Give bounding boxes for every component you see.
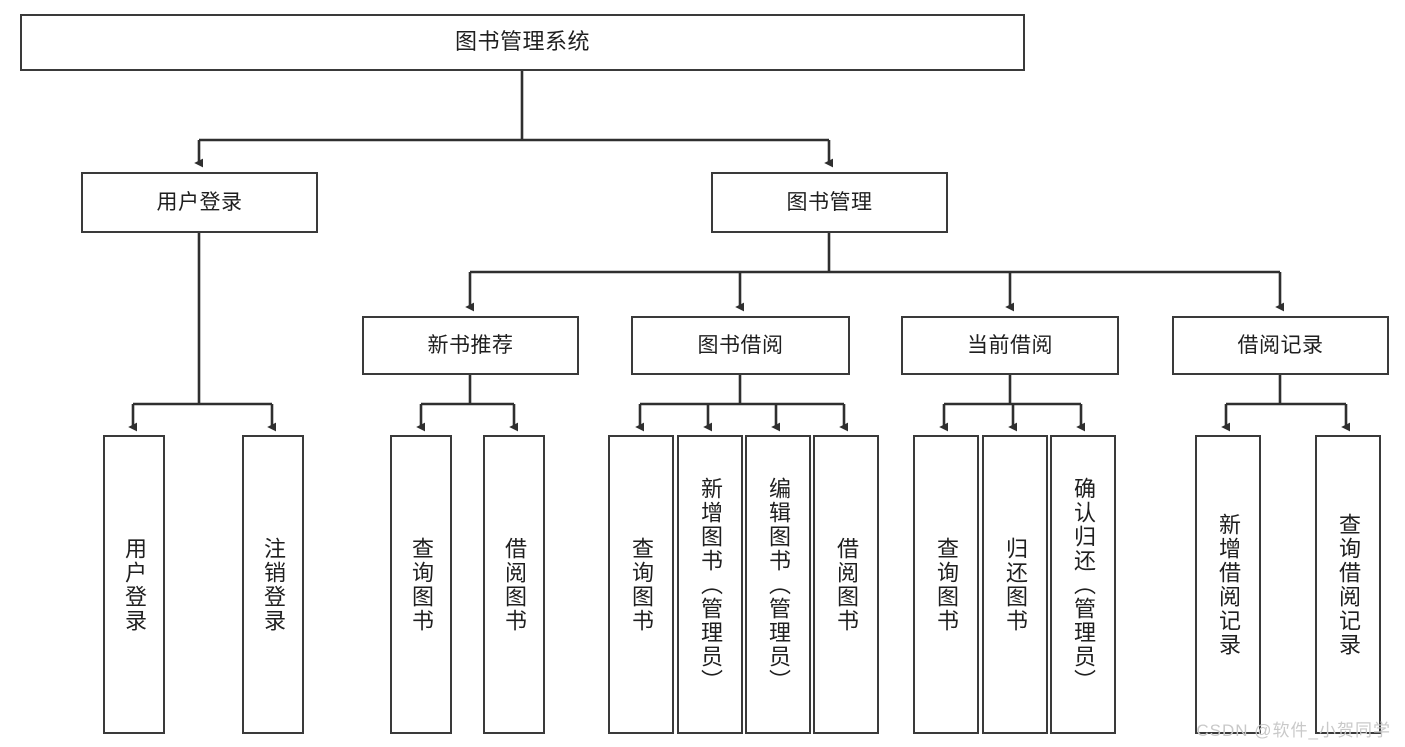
node-borrow-record-label: 借阅记录	[1237, 333, 1324, 357]
node-book-management[interactable]: 图书管理	[711, 172, 948, 233]
leaf-book-borrow-edit-book-admin[interactable]: 编辑图书（管理员）	[745, 435, 811, 734]
node-book-management-label: 图书管理	[786, 190, 873, 214]
leaf-new-book-borrow-book-label: 借阅图书	[501, 536, 527, 633]
leaf-current-borrow-query-book[interactable]: 查询图书	[913, 435, 979, 734]
leaf-current-borrow-confirm-return-admin-label: 确认归还（管理员）	[1070, 476, 1096, 693]
node-book-borrow-label: 图书借阅	[697, 333, 784, 357]
leaf-current-borrow-return-book-label: 归还图书	[1002, 536, 1028, 633]
leaf-current-borrow-confirm-return-admin[interactable]: 确认归还（管理员）	[1050, 435, 1116, 734]
leaf-book-borrow-borrow-book[interactable]: 借阅图书	[813, 435, 879, 734]
node-root-system[interactable]: 图书管理系统	[20, 14, 1025, 71]
leaf-new-book-borrow-book[interactable]: 借阅图书	[483, 435, 545, 734]
node-user-login[interactable]: 用户登录	[81, 172, 318, 233]
leaf-user-login-do-login[interactable]: 用户登录	[103, 435, 165, 734]
leaf-borrow-record-add-record[interactable]: 新增借阅记录	[1195, 435, 1261, 734]
node-root-system-label: 图书管理系统	[454, 29, 590, 55]
leaf-new-book-query-book[interactable]: 查询图书	[390, 435, 452, 734]
node-current-borrow[interactable]: 当前借阅	[901, 316, 1119, 375]
leaf-book-borrow-add-book-admin-label: 新增图书（管理员）	[697, 476, 723, 693]
node-book-borrow[interactable]: 图书借阅	[631, 316, 850, 375]
leaf-new-book-query-book-label: 查询图书	[408, 536, 434, 633]
leaf-user-login-do-login-label: 用户登录	[121, 536, 147, 633]
node-new-book-recommend[interactable]: 新书推荐	[362, 316, 579, 375]
leaf-borrow-record-query-record-label: 查询借阅记录	[1335, 512, 1361, 657]
node-borrow-record[interactable]: 借阅记录	[1172, 316, 1389, 375]
leaf-book-borrow-edit-book-admin-label: 编辑图书（管理员）	[765, 476, 791, 693]
leaf-user-login-logout-label: 注销登录	[260, 536, 286, 633]
leaf-book-borrow-query-book-label: 查询图书	[628, 536, 654, 633]
csdn-watermark: CSDN @软件_小贺同学	[1196, 721, 1391, 740]
leaf-book-borrow-borrow-book-label: 借阅图书	[833, 536, 859, 633]
leaf-book-borrow-add-book-admin[interactable]: 新增图书（管理员）	[677, 435, 743, 734]
leaf-borrow-record-query-record[interactable]: 查询借阅记录	[1315, 435, 1381, 734]
leaf-borrow-record-add-record-label: 新增借阅记录	[1215, 512, 1241, 657]
leaf-book-borrow-query-book[interactable]: 查询图书	[608, 435, 674, 734]
node-current-borrow-label: 当前借阅	[967, 333, 1053, 357]
leaf-user-login-logout[interactable]: 注销登录	[242, 435, 304, 734]
leaf-current-borrow-return-book[interactable]: 归还图书	[982, 435, 1048, 734]
leaf-current-borrow-query-book-label: 查询图书	[933, 536, 959, 633]
node-user-login-label: 用户登录	[156, 190, 243, 214]
node-new-book-recommend-label: 新书推荐	[427, 333, 514, 357]
